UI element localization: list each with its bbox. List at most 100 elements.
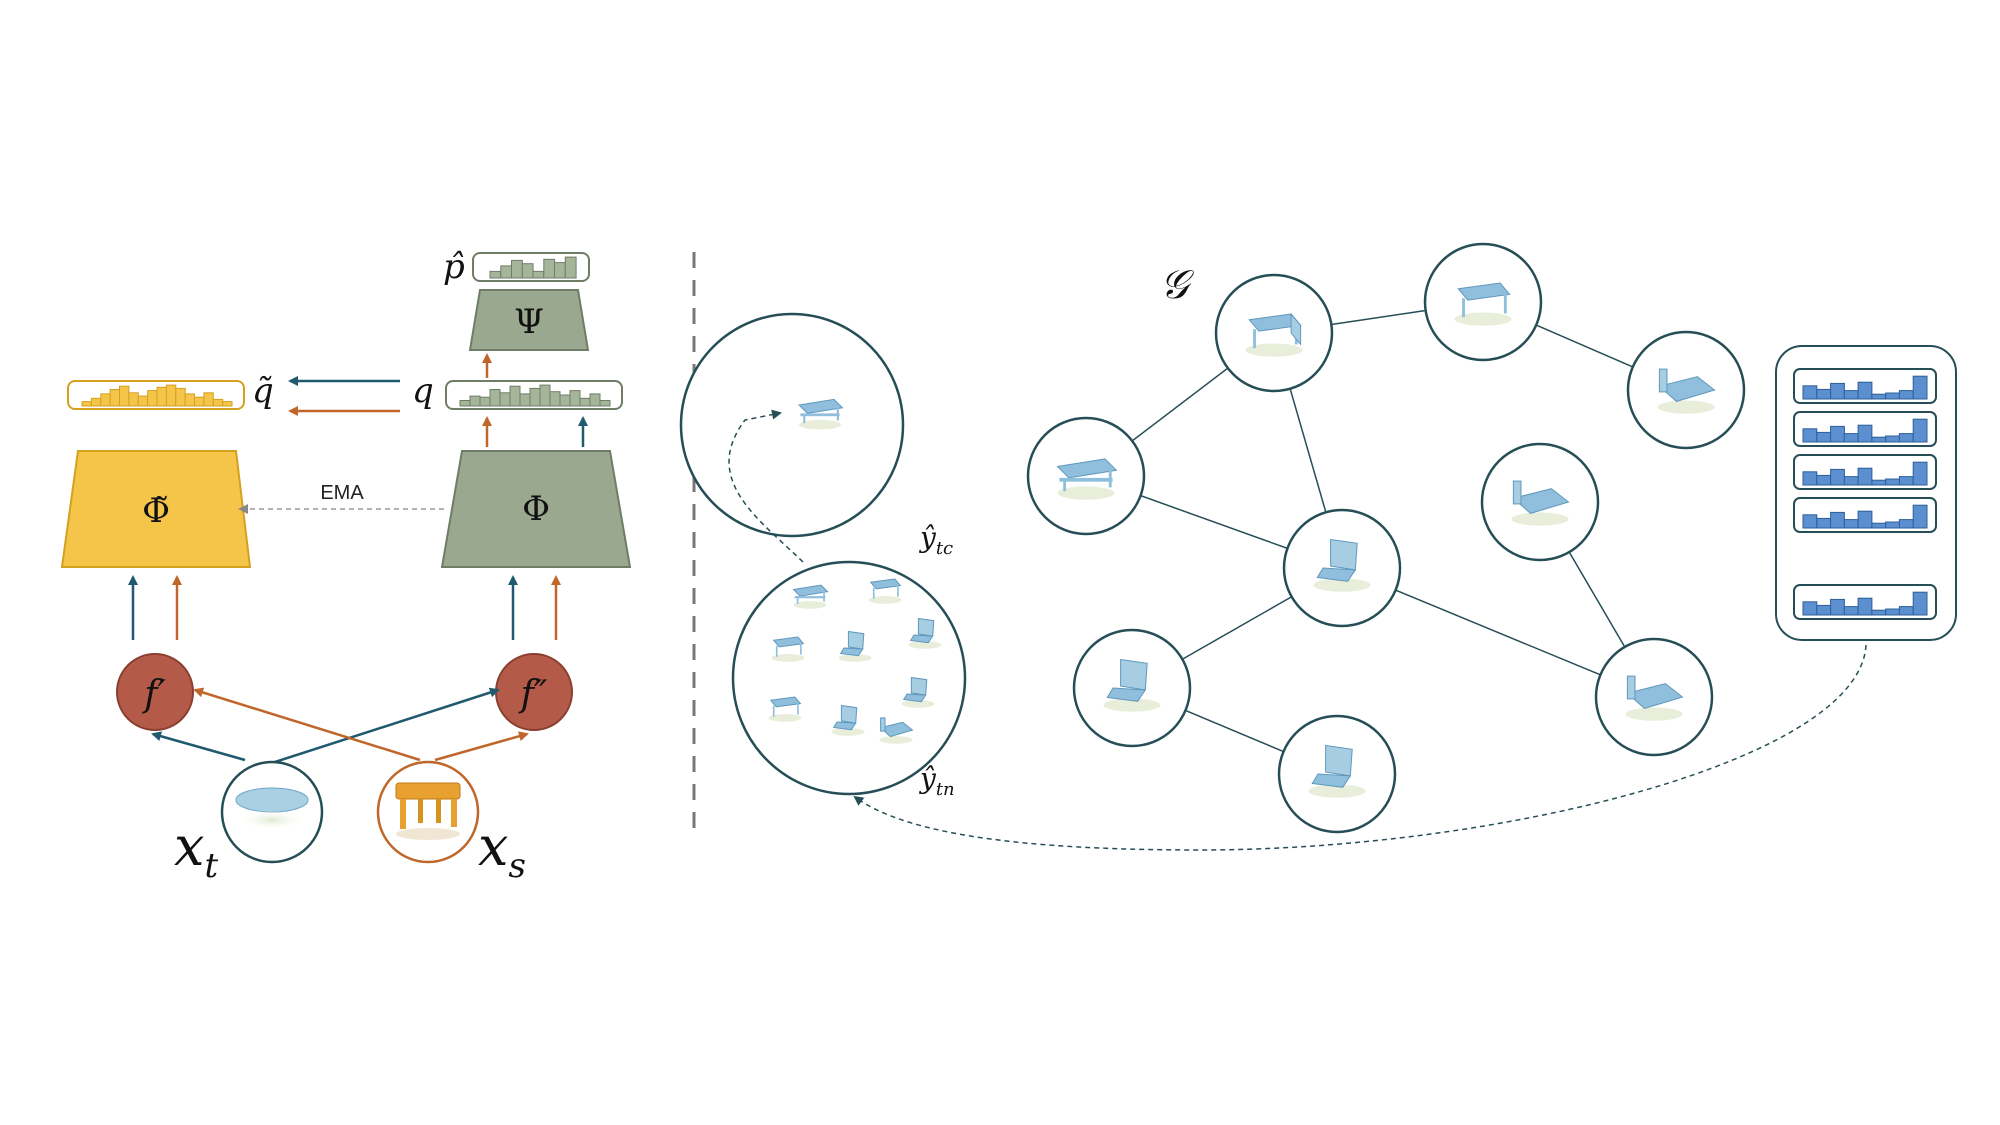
p-hat-bar (489, 270, 502, 279)
graph-nodes (1026, 242, 1746, 834)
q-bar (509, 385, 521, 407)
q-tilde-bar (128, 392, 139, 407)
chair-point-cloud-icon (1308, 744, 1366, 798)
q-tilde-bar (194, 396, 205, 407)
table-point-cloud-icon (1454, 282, 1512, 326)
chair-point-cloud-icon (1313, 538, 1371, 592)
phi-tilde-label: Φ̃ (142, 491, 170, 531)
phi-tilde-teacher (60, 450, 252, 568)
memory-bank-bar (1871, 609, 1887, 616)
graph-node (1026, 416, 1146, 536)
q-tilde-bar (212, 398, 224, 407)
graph-edge (1395, 589, 1601, 676)
q-tilde-bar (90, 397, 102, 407)
source-input-circle (376, 760, 480, 864)
memory-bank-bar (1843, 390, 1859, 400)
graph-edges (1131, 309, 1634, 753)
q-tilde-bar (156, 386, 167, 407)
q-tilde-bar (81, 401, 92, 407)
bench-point-cloud-icon (1056, 458, 1118, 500)
memory-bank-bar (1871, 393, 1887, 400)
x-s-label: xs (478, 815, 526, 886)
q-label: q (412, 371, 434, 411)
arrow-xt-to-f-prime (151, 731, 246, 762)
q-bar (539, 384, 551, 407)
f-prime-node (116, 653, 194, 731)
memory-bank-bar (1830, 382, 1845, 400)
memory-bank-bar (1885, 392, 1900, 400)
memory-bank-bar (1885, 521, 1900, 529)
memory-bank-bar (1857, 510, 1873, 529)
memory-bank-bar (1816, 604, 1832, 616)
q-tilde-bar (109, 389, 120, 407)
graph-node (1423, 242, 1543, 362)
q-bar (469, 395, 481, 407)
neighbor-point-clouds (768, 578, 942, 744)
memory-bank-bar (1830, 511, 1845, 529)
q-bar (519, 393, 531, 407)
graph-node-circle (1026, 416, 1146, 536)
memory-bank-bar (1857, 424, 1873, 443)
table-point-cloud-icon (771, 636, 805, 662)
psi-label: Ψ (514, 302, 544, 342)
q-bar (479, 396, 491, 407)
graph-node (1277, 714, 1397, 834)
orange-table-icon (395, 782, 461, 840)
bench-point-cloud-icon (797, 398, 844, 430)
memory-bank-bar (1871, 436, 1887, 443)
q-tilde-label: q̃ (252, 371, 274, 411)
q-tilde-bar (119, 385, 130, 407)
chair-point-cloud-icon (831, 704, 865, 736)
memory-bank-bar (1843, 433, 1859, 443)
graph-node (1480, 442, 1600, 562)
memory-bank-bar (1802, 385, 1818, 400)
q-bar (529, 387, 541, 407)
graph-edge (1185, 709, 1284, 753)
p-hat-label: p̂ (443, 247, 465, 287)
memory-bank-bar (1802, 601, 1818, 616)
graph-node-circle (1214, 273, 1334, 393)
round-table-point-cloud-icon (235, 787, 309, 813)
memory-bank-bar (1912, 591, 1928, 616)
q-bar (549, 391, 561, 407)
memory-bank-bar (1830, 598, 1845, 616)
graph-edge (1568, 551, 1626, 648)
memory-bank-bar (1912, 418, 1928, 443)
memory-bank-bar (1816, 431, 1832, 443)
memory-bank-bar (1816, 474, 1832, 486)
q-tilde-bar (203, 392, 214, 407)
f-double-prime-label: f″ (518, 674, 548, 715)
x-s-base: x (478, 815, 508, 878)
q-tilde-bar (184, 393, 196, 407)
memory-bank-bar (1843, 606, 1859, 616)
graph-edge (1140, 494, 1288, 550)
memory-bank-bar (1885, 435, 1900, 443)
graph-edge (1535, 324, 1634, 368)
memory-bank-bar (1816, 388, 1832, 400)
p-hat-histogram (489, 256, 577, 279)
arrow-xt-to-f-double-prime (274, 687, 500, 764)
x-t-label: xt (174, 815, 218, 886)
graph-edge (1289, 388, 1327, 513)
bench-point-cloud-icon (792, 584, 829, 609)
q-tilde-bar (175, 387, 186, 407)
bed-point-cloud-icon (1657, 368, 1716, 414)
chair-point-cloud-icon (901, 676, 935, 708)
memory-bank-bar (1816, 517, 1832, 529)
q-tilde-bar (100, 393, 111, 407)
q-tilde-bar (137, 395, 149, 407)
memory-bank-bar (1830, 425, 1845, 443)
graph-label: 𝒢 (1160, 262, 1195, 308)
q-bar (489, 389, 501, 407)
bed-point-cloud-icon (1511, 480, 1570, 526)
arrow-xs-to-f-double-prime (434, 731, 529, 762)
graph-node (1072, 628, 1192, 748)
graph-edge (1331, 309, 1426, 326)
q-histogram (459, 384, 611, 407)
graph-node (1214, 273, 1334, 393)
q-bar (569, 390, 581, 407)
memory-bank-bar (1898, 433, 1914, 443)
memory-bank-bar (1912, 375, 1928, 400)
graph-edge (1181, 596, 1293, 660)
